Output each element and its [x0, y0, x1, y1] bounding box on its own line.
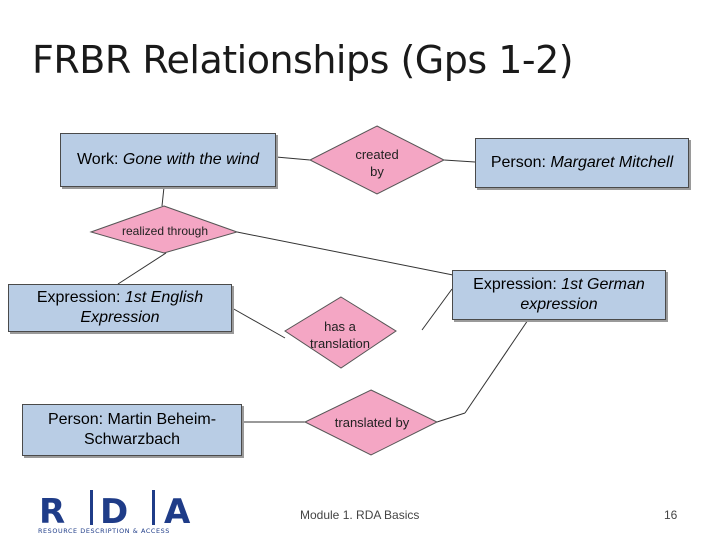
- label-translated-by: translated by: [334, 415, 410, 430]
- entity-expression-english-prefix: Expression:: [36, 289, 125, 306]
- entity-work-prefix: Work:: [76, 151, 123, 168]
- entity-expression-english: Expression: 1st English Expression: [8, 284, 232, 332]
- entity-expression-german: Expression: 1st German expression: [452, 270, 666, 320]
- line-work-realized: [161, 186, 165, 207]
- logo-letter-r: R: [39, 492, 65, 532]
- line-english-translation: [231, 307, 286, 339]
- entity-expression-german-title: 1st German expression: [520, 276, 645, 313]
- logo-letter-d: D: [100, 492, 128, 532]
- diamond-created-by: [308, 125, 446, 195]
- slide-title: FRBR Relationships (Gps 1-2): [32, 38, 574, 82]
- entity-person-mitchell-name: Margaret Mitchell: [550, 154, 674, 171]
- entity-work: Work: Gone with the wind: [60, 133, 276, 187]
- entity-person-beheim-name: Person: Martin Beheim-Schwarzbach: [47, 411, 217, 448]
- diamond-translated-by: [303, 389, 439, 456]
- label-created-by: created by: [355, 147, 399, 179]
- entity-person-beheim: Person: Martin Beheim-Schwarzbach: [22, 404, 242, 456]
- rda-logo: R D A RESOURCE DESCRIPTION & ACCESS: [36, 487, 206, 535]
- line-work-created: [275, 156, 311, 161]
- logo-letter-a: A: [164, 492, 191, 532]
- line-created-mitchell: [443, 159, 476, 163]
- label-has-a-translation: has a translation: [310, 319, 370, 351]
- page-number: 16: [664, 508, 678, 522]
- diamond-realized-through: [89, 205, 239, 254]
- diamond-has-a-translation: [284, 296, 397, 369]
- logo-tagline: RESOURCE DESCRIPTION & ACCESS: [38, 527, 170, 535]
- entity-expression-english-title: 1st English Expression: [80, 289, 204, 326]
- line-realized-english: [117, 252, 167, 285]
- line-translated-german-b: [464, 319, 529, 414]
- label-realized-through: realized through: [121, 224, 209, 238]
- entity-work-title: Gone with the wind: [122, 151, 259, 168]
- line-realized-german: [236, 231, 464, 278]
- entity-person-mitchell-prefix: Person:: [490, 154, 551, 171]
- line-translation-german: [421, 288, 453, 331]
- footer-module: Module 1. RDA Basics: [300, 508, 420, 522]
- line-translated-german: [436, 412, 466, 423]
- entity-person-mitchell: Person: Margaret Mitchell: [475, 138, 689, 188]
- entity-expression-german-prefix: Expression:: [473, 276, 562, 293]
